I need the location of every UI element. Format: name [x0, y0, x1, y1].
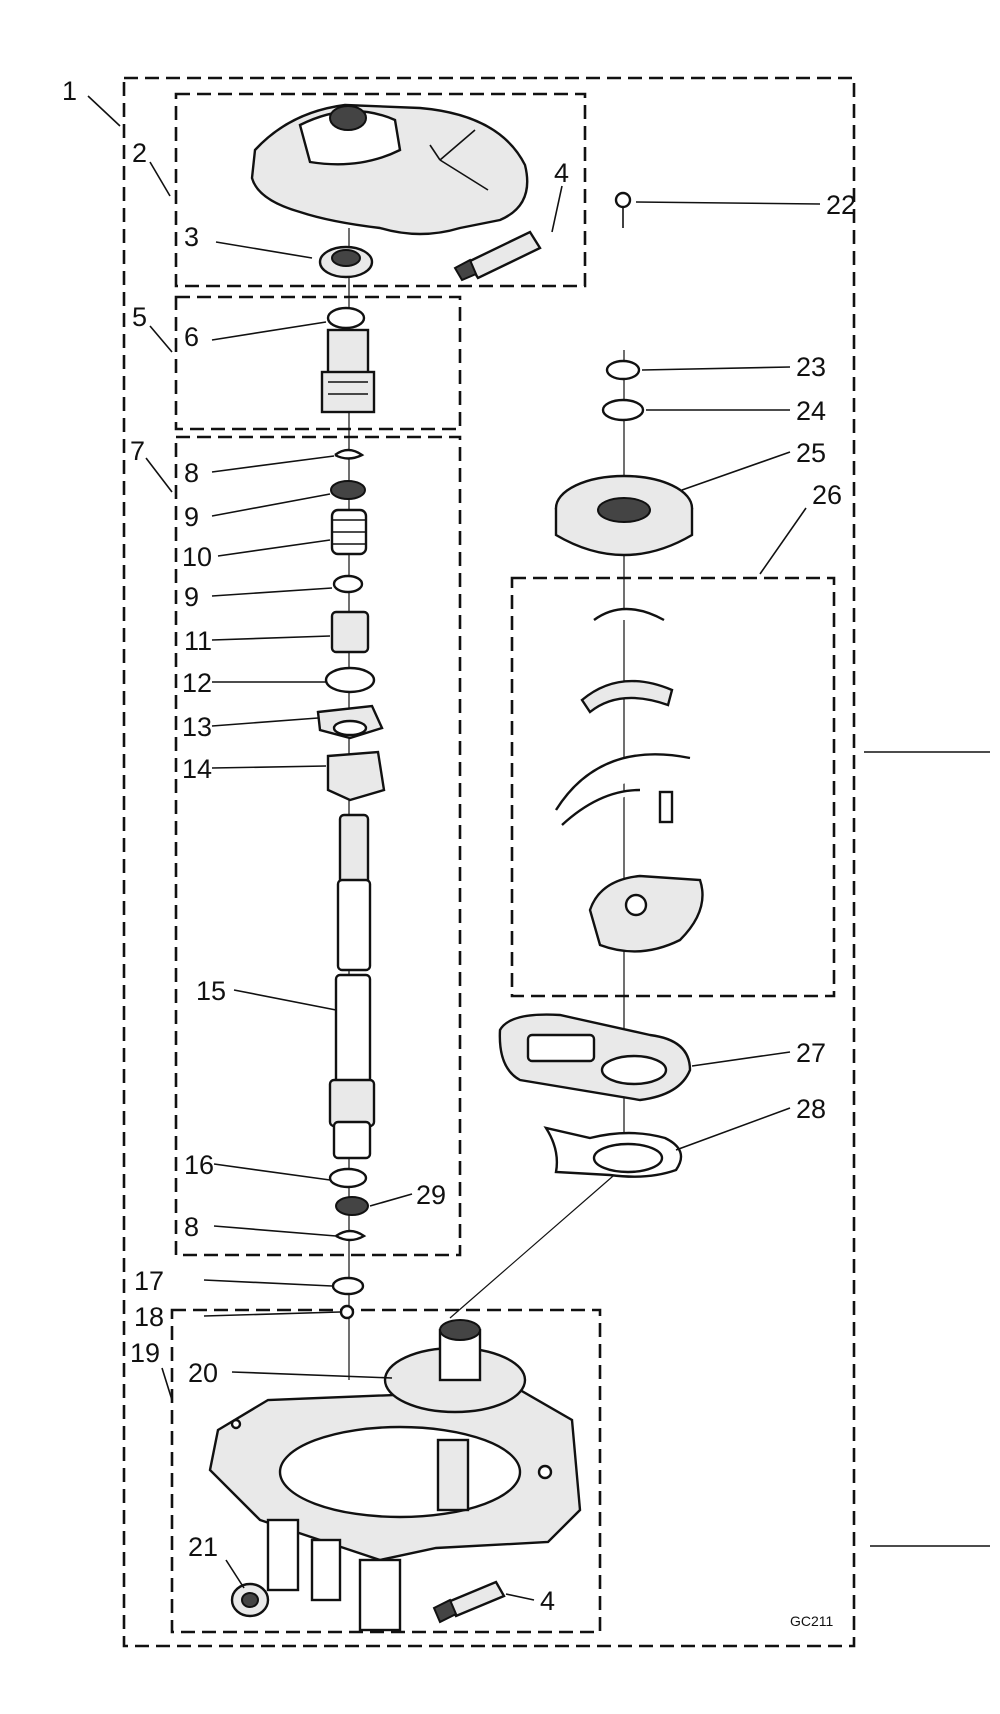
callout-25: 25 — [796, 438, 826, 468]
transmission-cover — [250, 103, 529, 236]
lower-small-parts — [328, 1167, 369, 1320]
callout-24: 24 — [796, 396, 826, 426]
callout-23: 23 — [796, 352, 826, 382]
snap-ring-and-washer — [601, 359, 645, 422]
seal — [318, 245, 374, 279]
small-parts-stack — [316, 448, 386, 802]
group-box-19 — [170, 1308, 602, 1634]
callout-10: 10 — [182, 542, 212, 572]
group-box-26 — [510, 576, 836, 998]
callout-5: 5 — [132, 302, 147, 332]
callout-28: 28 — [796, 1094, 826, 1124]
diagonal-link-line — [449, 1169, 621, 1319]
callout-4-top: 4 — [554, 158, 569, 188]
callout-27: 27 — [796, 1038, 826, 1068]
gear-case — [208, 1319, 582, 1632]
drive-gear — [554, 474, 694, 557]
grease-tube-bottom — [432, 1580, 506, 1624]
diagram-code: GC211 — [790, 1613, 834, 1629]
callout-2: 2 — [132, 138, 147, 168]
callout-6: 6 — [184, 322, 199, 352]
grease-tube-top — [453, 230, 542, 282]
callout-12: 12 — [182, 668, 212, 698]
callout-11: 11 — [184, 626, 212, 656]
pinion-assembly — [320, 306, 376, 414]
callout-17: 17 — [134, 1266, 164, 1296]
group-box-5 — [174, 295, 462, 431]
group-box-7 — [174, 435, 462, 1257]
callout-3: 3 — [184, 222, 199, 252]
callout-18: 18 — [134, 1302, 164, 1332]
callout-8-lower: 8 — [184, 1212, 199, 1242]
shift-lever-fork — [543, 1126, 683, 1178]
leader-lines — [87, 95, 821, 1601]
callout-14: 14 — [182, 754, 212, 784]
cam-assembly — [554, 607, 704, 953]
roller — [230, 1582, 270, 1618]
group-box-1 — [122, 76, 856, 1648]
callout-4-bottom: 4 — [540, 1586, 555, 1616]
callout-9-upper: 9 — [184, 502, 199, 532]
callout-19: 19 — [130, 1338, 160, 1368]
callout-22: 22 — [826, 190, 856, 220]
group-box-2 — [174, 92, 587, 288]
screw — [614, 191, 632, 228]
callout-15: 15 — [196, 976, 226, 1006]
agitator-shaft — [328, 813, 376, 1160]
callout-1: 1 — [62, 76, 77, 106]
callout-7: 7 — [130, 436, 145, 466]
callout-29: 29 — [416, 1180, 446, 1210]
callout-16: 16 — [184, 1150, 214, 1180]
callout-13: 13 — [182, 712, 212, 742]
callout-20: 20 — [188, 1358, 218, 1388]
callout-21: 21 — [188, 1532, 218, 1562]
callout-9-lower: 9 — [184, 582, 199, 612]
shift-fork — [498, 1013, 692, 1102]
callout-26: 26 — [812, 480, 842, 510]
callout-8-upper: 8 — [184, 458, 199, 488]
